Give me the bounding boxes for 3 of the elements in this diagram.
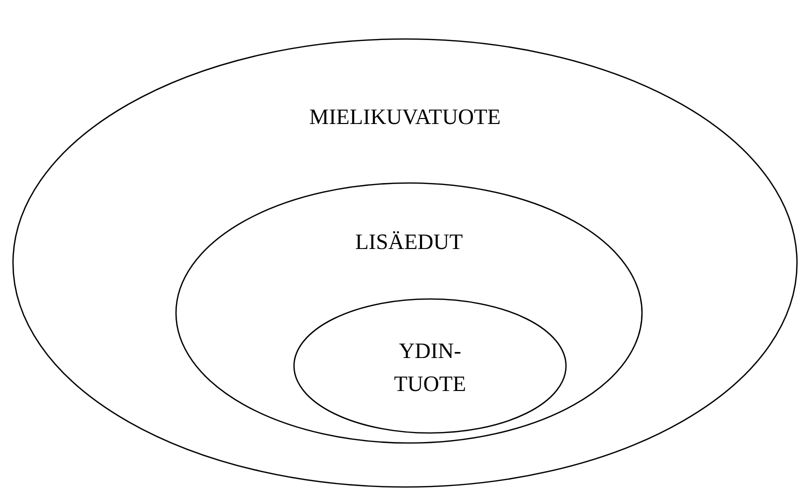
- layer-label: MIELIKUVATUOTE: [308, 103, 502, 131]
- layer-label: LISÄEDUT: [354, 228, 464, 256]
- layer-label: YDIN- TUOTE: [392, 337, 468, 398]
